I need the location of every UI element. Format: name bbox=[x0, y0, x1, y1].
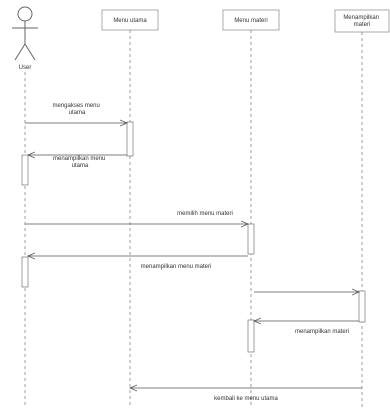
svg-text:Menampilkan materi: Menampilkan materi bbox=[343, 15, 380, 28]
activation-menampilkan-materi bbox=[358, 290, 366, 323]
activation-menu-materi-2 bbox=[247, 319, 255, 353]
lifeline-label-menu-materi: Menu materi bbox=[234, 18, 267, 24]
actor-label: User bbox=[19, 65, 32, 71]
lifeline-header-menampilkan-materi: Menampilkan materi bbox=[334, 9, 390, 33]
lifeline-label-menampilkan-line2: materi bbox=[354, 22, 371, 28]
message-label-1: mengakses menu utama bbox=[52, 103, 101, 116]
activation-menu-utama bbox=[126, 121, 134, 157]
activation-user-1 bbox=[21, 154, 29, 186]
lifeline-label-menampilkan-line1: Menampilkan bbox=[343, 15, 379, 21]
message-label-2: menampilkan menu utama bbox=[53, 156, 107, 169]
activation-user-2 bbox=[21, 256, 29, 288]
lifeline-header-menu-materi: Menu materi bbox=[222, 9, 280, 31]
message-label-3: memilih menu materi bbox=[177, 211, 233, 217]
lifeline-header-menu-utama: Menu utama bbox=[101, 9, 159, 31]
message-label-7: kembali ke menu utama bbox=[214, 396, 278, 402]
stick-figure-icon bbox=[12, 6, 38, 61]
activation-menu-materi-1 bbox=[247, 223, 255, 255]
message-label-6: menampilkan materi bbox=[295, 329, 349, 335]
actor-user: User bbox=[12, 6, 38, 71]
lifeline-label-menu-utama: Menu utama bbox=[113, 18, 147, 24]
message-label-4: menampilkan menu materi bbox=[141, 264, 212, 270]
